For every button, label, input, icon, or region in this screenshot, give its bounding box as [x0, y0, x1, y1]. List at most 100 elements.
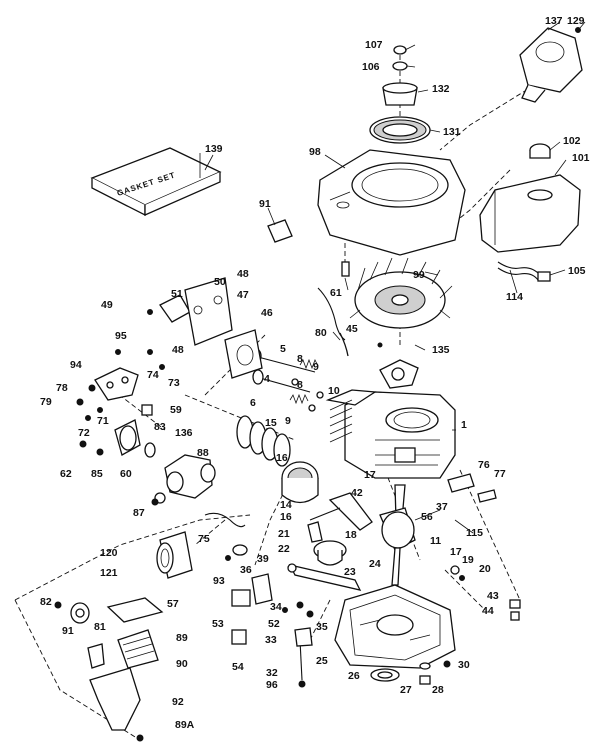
- label-44: 44: [482, 605, 494, 617]
- label-34: 34: [270, 601, 282, 613]
- label-10: 10: [328, 385, 340, 397]
- governor-link: [287, 563, 362, 591]
- label-4: 4: [264, 373, 270, 385]
- piston: [281, 461, 319, 504]
- label-87: 87: [133, 507, 145, 519]
- label-14: 14: [280, 499, 292, 511]
- label-85: 85: [91, 468, 103, 480]
- label-106: 106: [362, 61, 380, 73]
- assembly-guide-lines: [14, 55, 576, 741]
- label-121: 121: [100, 567, 118, 579]
- label-101: 101: [572, 152, 590, 164]
- connecting-rod: [309, 492, 373, 531]
- label-115: 115: [466, 527, 483, 539]
- label-18: 18: [345, 529, 357, 541]
- air-cleaner: [54, 531, 193, 742]
- label-8b: 8: [297, 379, 303, 391]
- label-61: 61: [330, 287, 342, 299]
- label-42: 42: [351, 487, 363, 499]
- label-30: 30: [458, 659, 470, 671]
- label-53: 53: [212, 618, 224, 630]
- label-77: 77: [494, 468, 506, 480]
- label-15: 15: [265, 417, 277, 429]
- control-bracket: [94, 367, 139, 401]
- label-46: 46: [261, 307, 273, 319]
- label-6: 6: [250, 397, 256, 409]
- label-1: 1: [461, 419, 467, 431]
- label-32: 32: [266, 667, 278, 679]
- label-26: 26: [348, 670, 360, 682]
- label-27: 27: [400, 684, 412, 696]
- label-132: 132: [432, 83, 450, 95]
- label-81: 81: [94, 621, 106, 633]
- label-20: 20: [479, 563, 491, 575]
- governor-parts: [204, 512, 273, 645]
- leader-lines: [199, 21, 586, 534]
- label-89a: 89A: [175, 719, 195, 731]
- base-fasteners: [443, 565, 521, 668]
- label-49: 49: [101, 299, 113, 311]
- label-33: 33: [265, 634, 277, 646]
- small-fasteners: [76, 309, 165, 506]
- label-91: 91: [259, 198, 271, 210]
- label-19: 19: [462, 554, 474, 566]
- label-114: 114: [506, 291, 523, 303]
- screw-61: [341, 261, 350, 277]
- label-45: 45: [346, 323, 358, 335]
- label-90: 90: [176, 658, 188, 670]
- label-35: 35: [316, 621, 328, 633]
- label-48b: 48: [172, 344, 184, 356]
- label-16b: 16: [280, 511, 292, 523]
- blower-housing: [317, 149, 466, 256]
- label-50: 50: [214, 276, 226, 288]
- label-21: 21: [278, 528, 290, 540]
- label-17b: 17: [450, 546, 462, 558]
- label-51: 51: [171, 288, 183, 300]
- label-95: 95: [115, 330, 127, 342]
- label-136: 136: [175, 427, 193, 439]
- rewind-starter: [519, 27, 583, 103]
- sleeve-91: [267, 219, 293, 243]
- label-57: 57: [167, 598, 179, 610]
- label-22: 22: [278, 543, 290, 555]
- label-48a: 48: [237, 268, 249, 280]
- label-74: 74: [147, 369, 159, 381]
- label-105: 105: [568, 265, 586, 277]
- label-17a: 17: [364, 469, 376, 481]
- label-28: 28: [432, 684, 444, 696]
- label-135: 135: [432, 344, 450, 356]
- label-96: 96: [266, 679, 278, 691]
- carb-fuel-bowl: [114, 404, 156, 458]
- label-71: 71: [97, 415, 109, 427]
- gasket-set-box: GASKET SET: [90, 147, 222, 217]
- label-92: 92: [172, 696, 184, 708]
- label-107: 107: [365, 39, 383, 51]
- label-37: 37: [436, 501, 448, 513]
- label-39: 39: [257, 553, 269, 565]
- label-8a: 8: [297, 353, 303, 365]
- label-78: 78: [56, 382, 68, 394]
- label-91b: 91: [62, 625, 74, 637]
- label-93: 93: [213, 575, 225, 587]
- label-47: 47: [237, 289, 249, 301]
- label-129: 129: [567, 15, 585, 27]
- label-62: 62: [60, 468, 72, 480]
- carburetor: [154, 454, 216, 504]
- label-88: 88: [197, 447, 209, 459]
- label-80: 80: [315, 327, 327, 339]
- label-59: 59: [170, 404, 182, 416]
- flywheel: [317, 257, 453, 357]
- label-120: 120: [100, 547, 118, 559]
- ignition-armature: [377, 342, 419, 389]
- label-73: 73: [168, 377, 180, 389]
- cylinder-head: [236, 415, 291, 467]
- bracket-screws: [282, 601, 314, 618]
- crankcase-base: [334, 584, 456, 669]
- label-94: 94: [70, 359, 82, 371]
- label-43: 43: [487, 590, 499, 602]
- fuel-pump: [159, 277, 263, 379]
- label-24: 24: [369, 558, 381, 570]
- label-82: 82: [40, 596, 52, 608]
- flywheel-screen-stack: [369, 45, 431, 144]
